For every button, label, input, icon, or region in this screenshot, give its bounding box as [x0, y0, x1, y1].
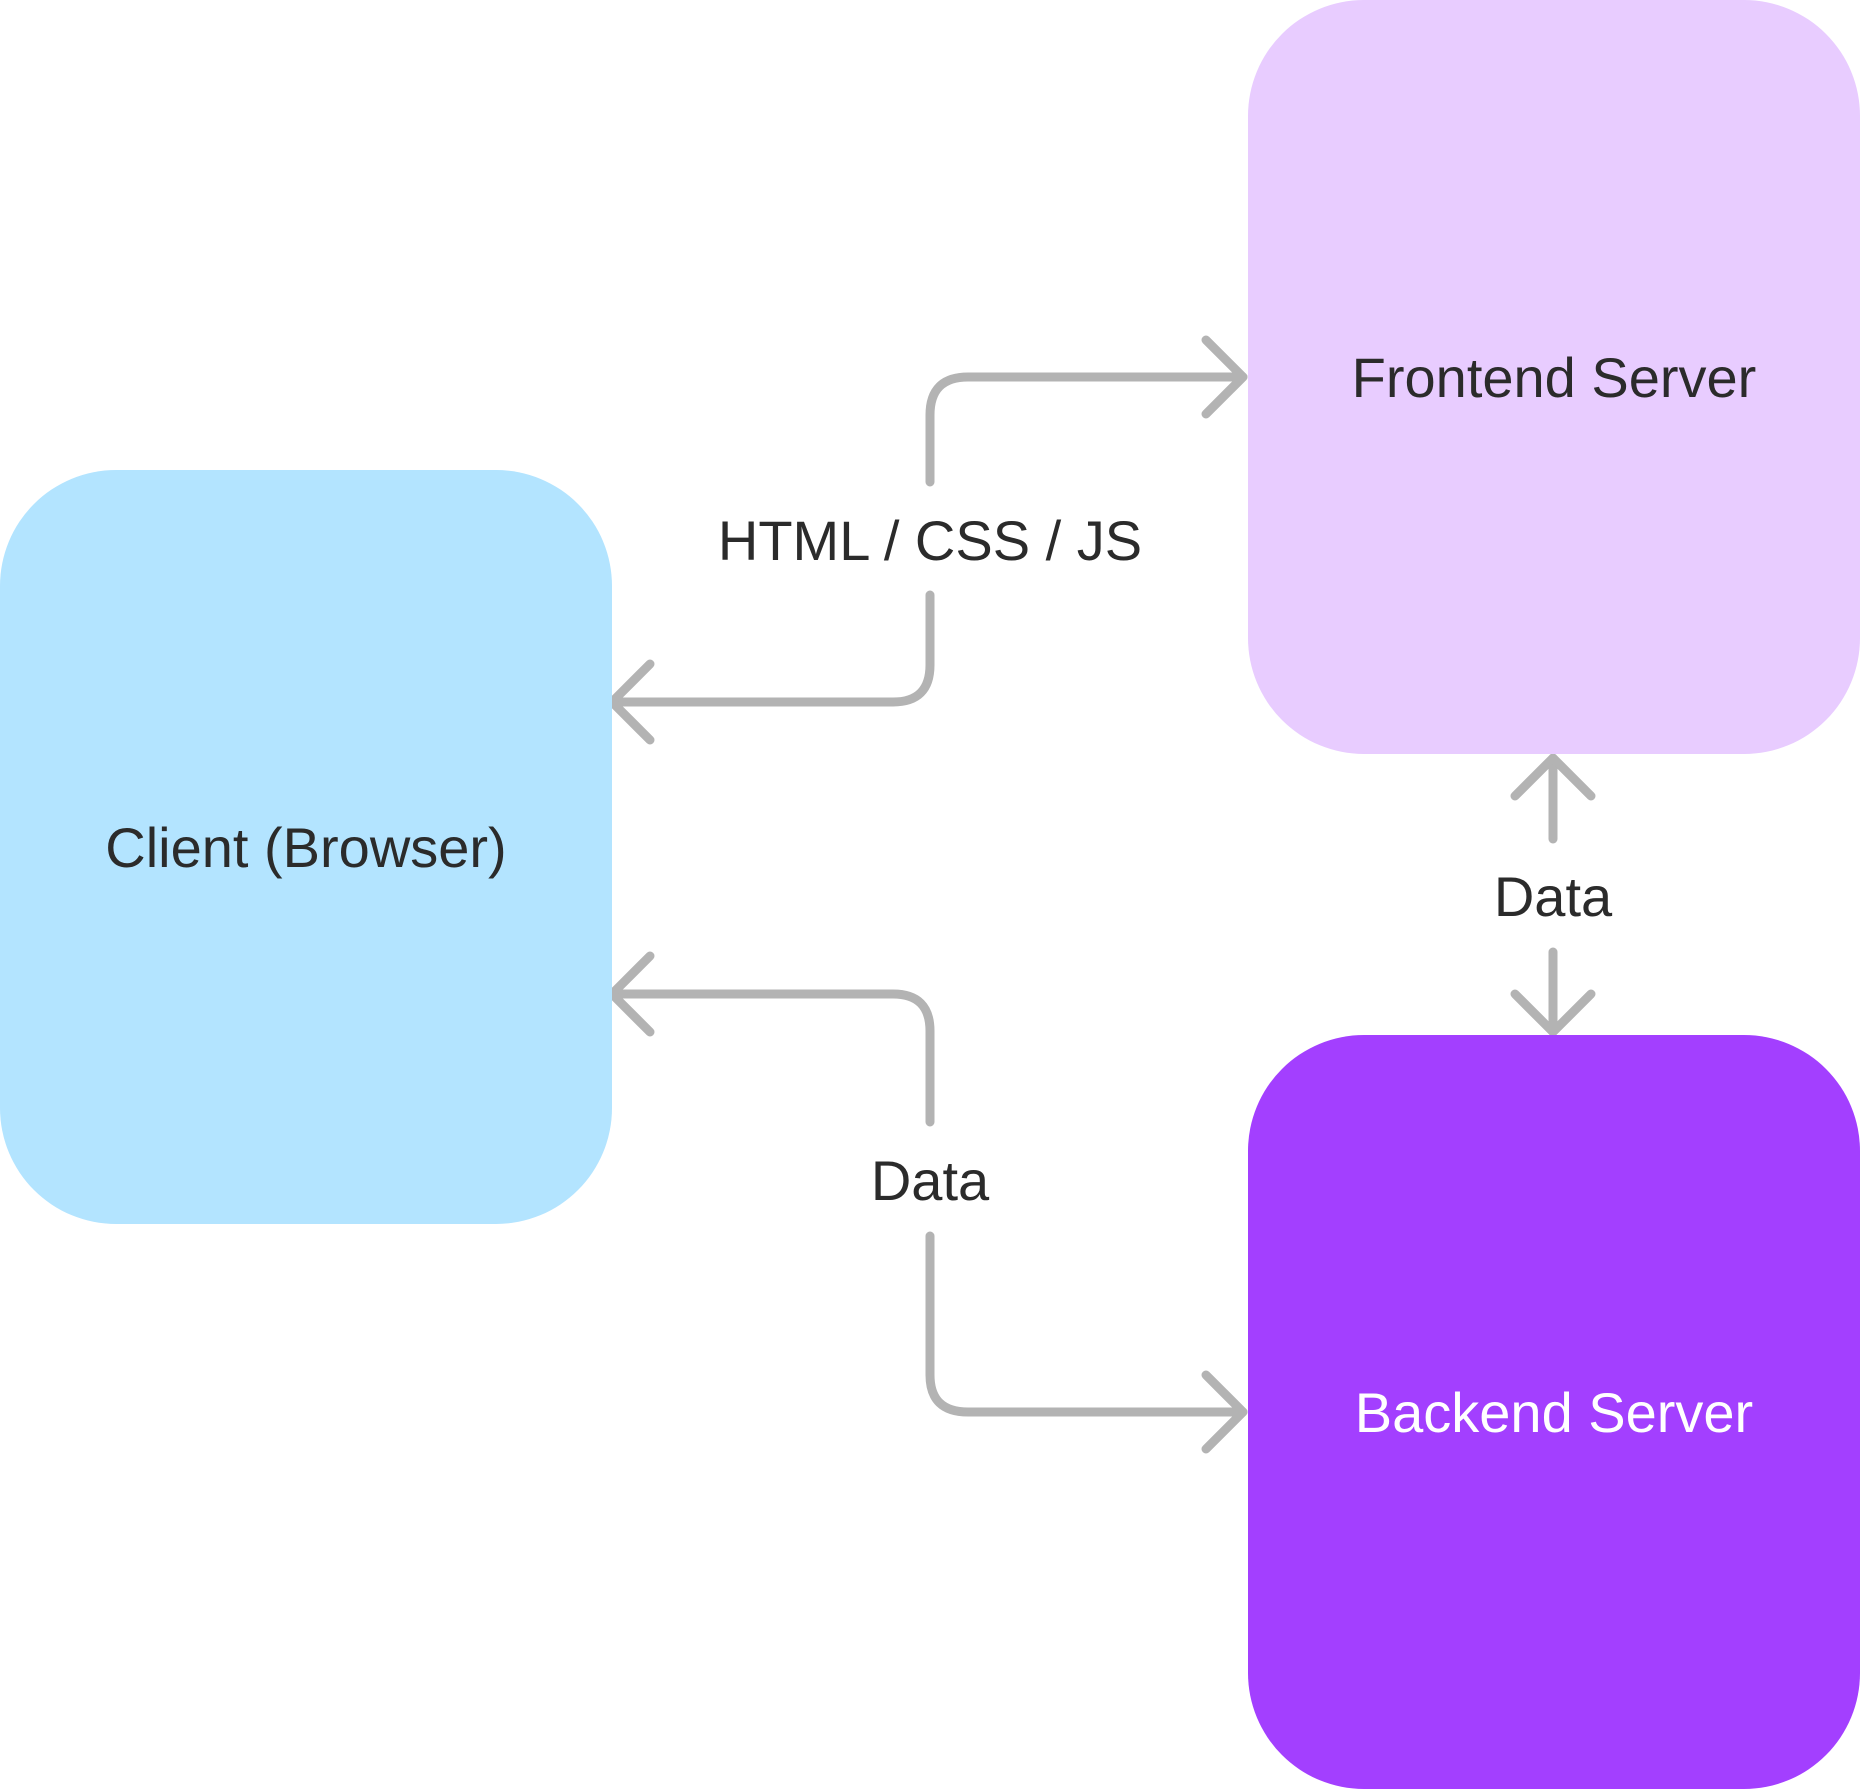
- arrowhead-to-frontend: [1201, 335, 1248, 419]
- connector-client-backend-upper: [607, 989, 935, 1127]
- edge-label-data-frontend-backend: Data: [1493, 865, 1613, 928]
- frontend-server-label: Frontend Server: [1351, 345, 1757, 409]
- frontend-server-node: Frontend Server: [1248, 0, 1860, 754]
- client-browser-node: Client (Browser): [0, 470, 612, 1224]
- arrowhead-to-backend-top: [1510, 989, 1596, 1037]
- backend-server-node: Backend Server: [1248, 1035, 1860, 1789]
- edge-label-data-client-backend: Data: [870, 1149, 990, 1212]
- edge-label-html-css-js: HTML / CSS / JS: [717, 509, 1143, 572]
- client-browser-label: Client (Browser): [105, 815, 507, 879]
- connector-client-frontend-lower: [607, 590, 935, 707]
- backend-server-label: Backend Server: [1354, 1380, 1754, 1444]
- arrowhead-to-client-lower: [607, 951, 655, 1037]
- arrowhead-to-frontend-bottom: [1510, 753, 1596, 801]
- arrowhead-to-client-upper: [607, 659, 655, 745]
- connector-client-frontend-upper: [925, 372, 1248, 487]
- connector-client-backend-lower: [925, 1231, 1248, 1417]
- arrowhead-to-backend: [1201, 1370, 1248, 1454]
